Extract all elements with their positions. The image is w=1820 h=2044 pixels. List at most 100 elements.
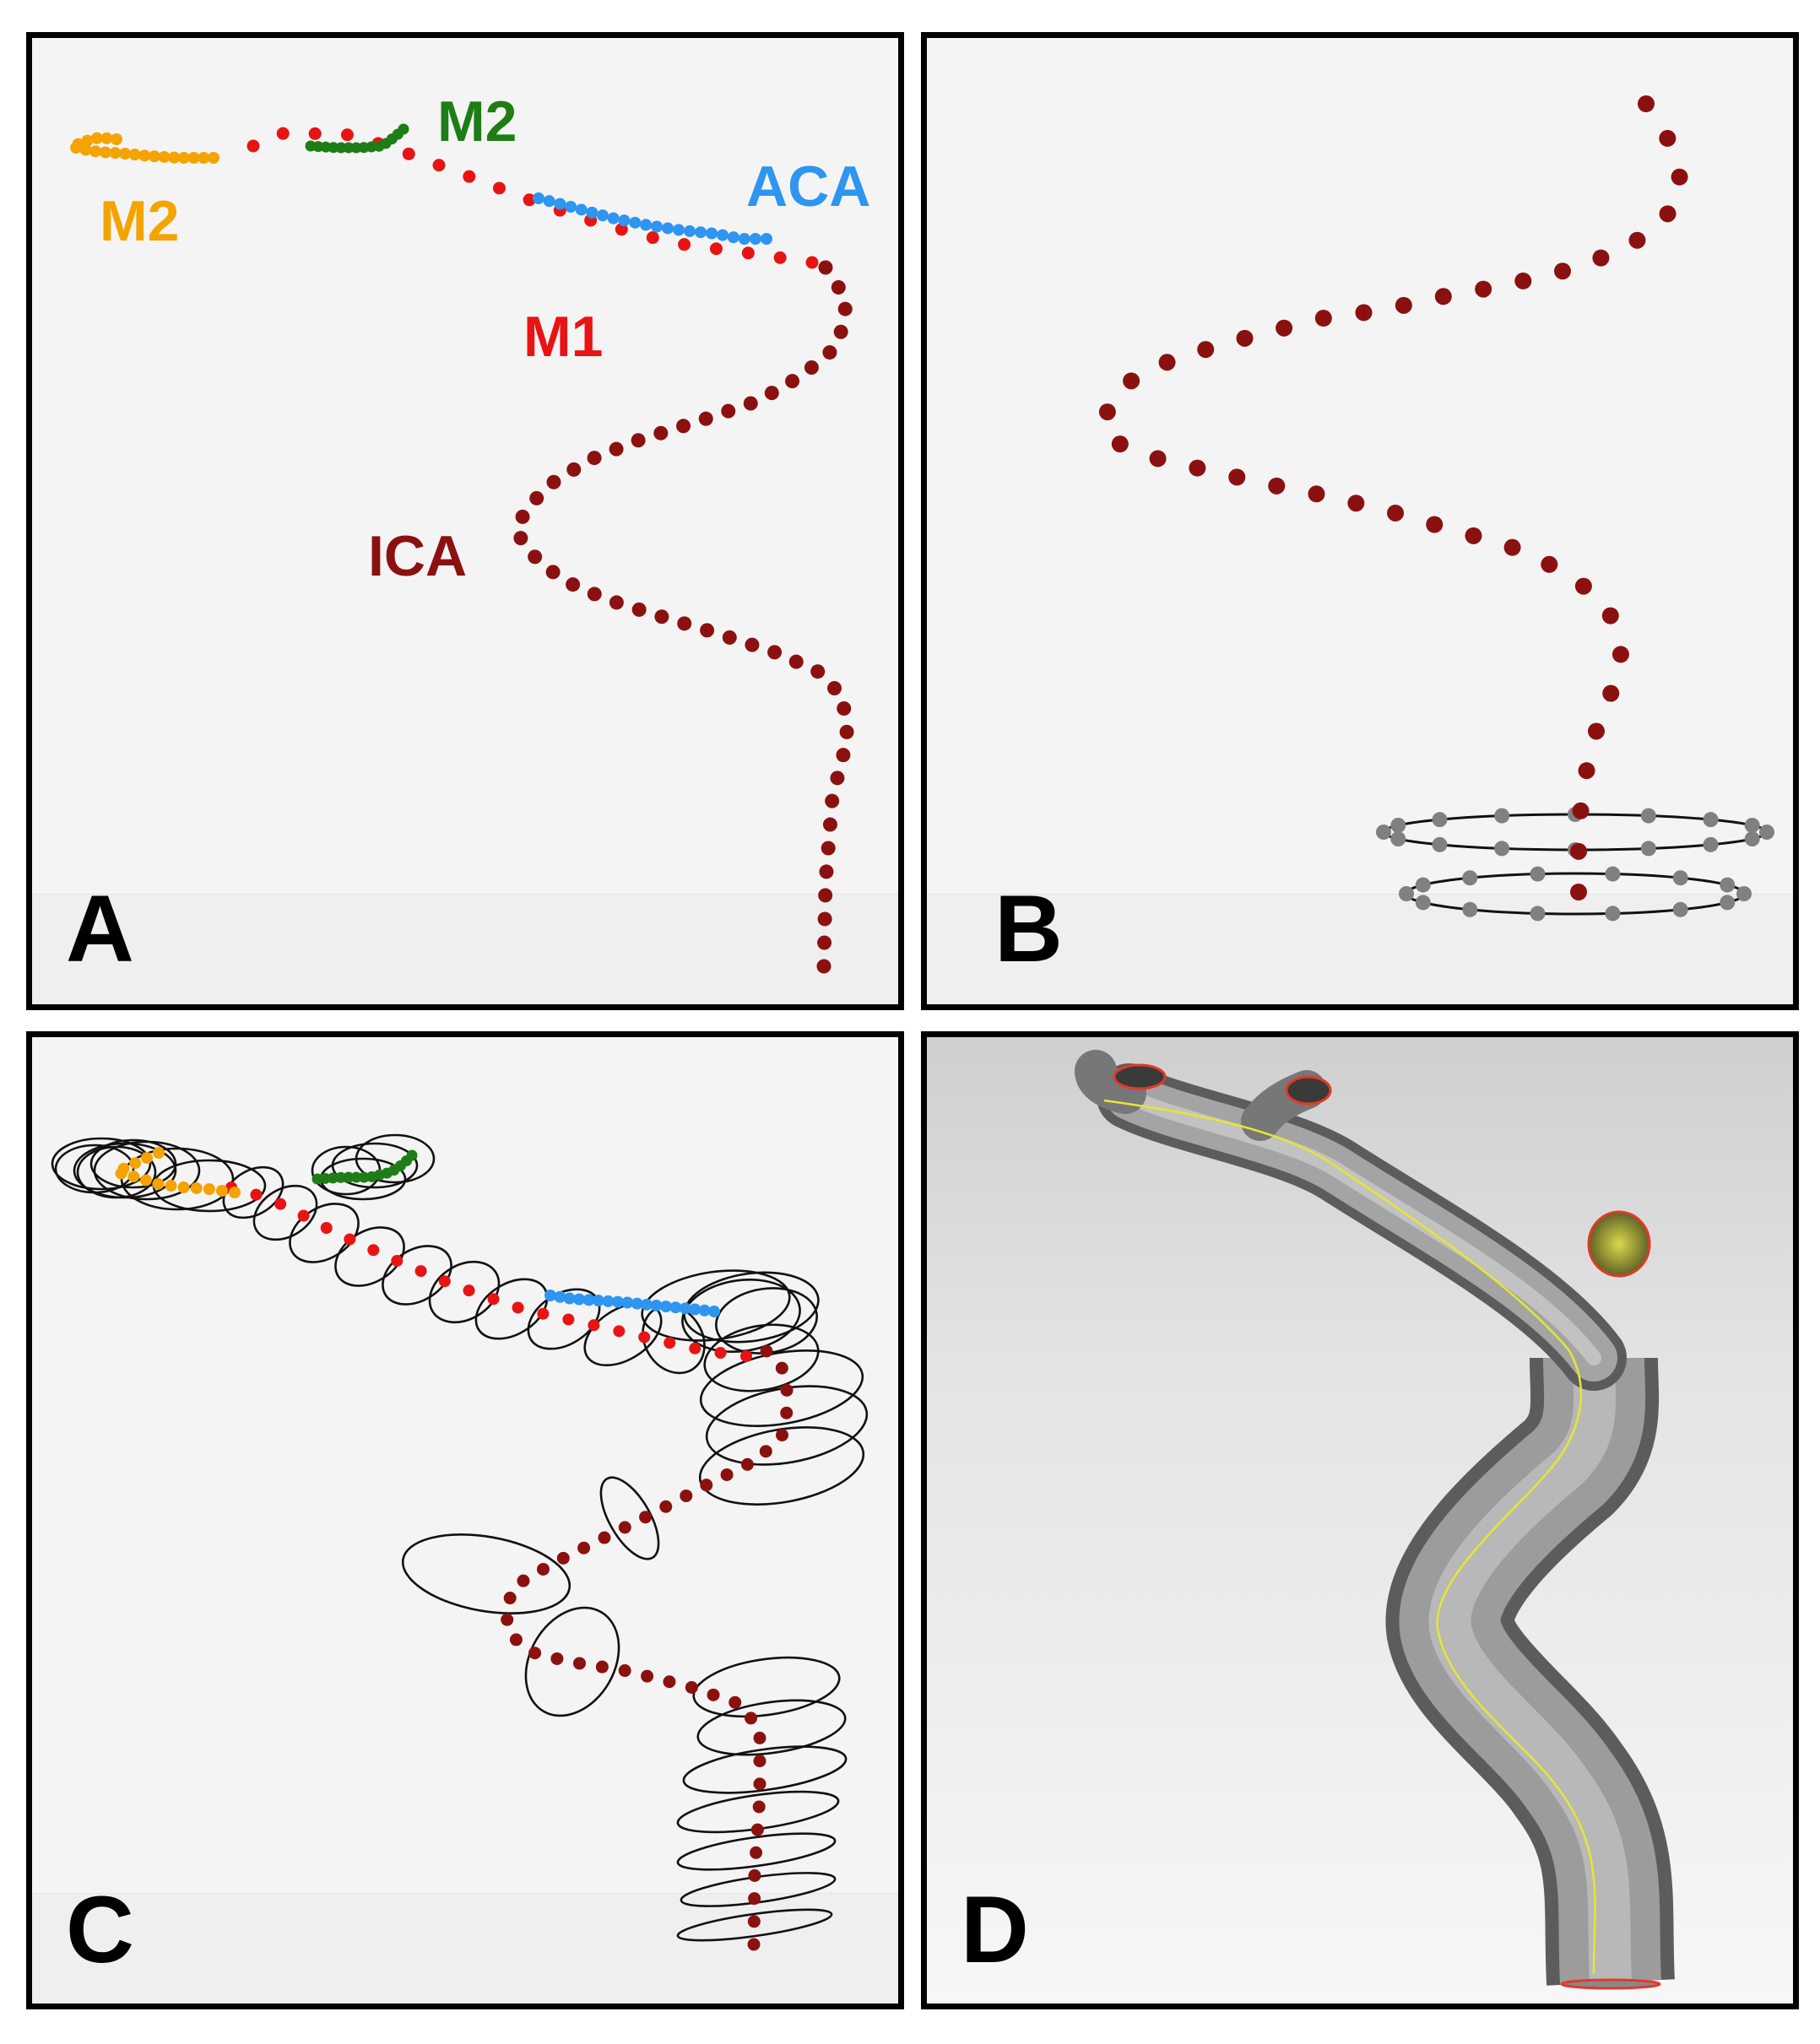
cross-section-ellipse <box>703 1323 820 1392</box>
label-aca: ACA <box>746 154 871 219</box>
aca-point <box>695 226 707 239</box>
m2-orange-point <box>203 1182 215 1195</box>
ica-point <box>1503 538 1521 556</box>
ica-point <box>572 1657 586 1670</box>
ica-point <box>1276 319 1293 337</box>
m2-orange-point <box>100 132 113 144</box>
m1-point <box>246 139 260 153</box>
ica-point <box>707 1688 720 1701</box>
ring-point <box>1605 866 1621 882</box>
ica-point <box>1572 802 1590 819</box>
ica-point <box>663 1675 676 1689</box>
m2-orange-point <box>117 1162 130 1175</box>
ring-point <box>1605 906 1621 922</box>
m2-orange-point <box>153 1147 165 1159</box>
ica-point <box>830 771 845 786</box>
ica-point <box>700 623 715 638</box>
ica-point <box>760 1344 773 1358</box>
m1-point <box>613 1325 626 1338</box>
m2-green-point <box>311 1173 323 1185</box>
ica-point <box>1659 205 1676 223</box>
ica-point <box>1228 468 1246 486</box>
aca-point <box>679 1302 691 1315</box>
ica-point <box>501 1613 514 1626</box>
m1-point <box>367 1244 380 1257</box>
ica-point <box>775 1361 788 1375</box>
ica-point <box>753 1731 766 1744</box>
ica-point <box>546 474 561 489</box>
m1-point <box>512 1301 524 1314</box>
ica-point <box>764 386 779 401</box>
ica-point <box>1387 504 1405 522</box>
m2-orange-point <box>90 132 103 144</box>
cross-section-ellipse <box>682 1745 848 1794</box>
ica-point <box>609 441 624 457</box>
ica-point <box>1123 372 1140 390</box>
ica-point <box>1465 527 1482 544</box>
ring-point <box>1530 906 1546 922</box>
cross-section-ellipse <box>676 1908 833 1942</box>
ica-point <box>1158 354 1176 371</box>
ica-point <box>618 1521 631 1534</box>
m1-point <box>463 170 476 183</box>
aca-point <box>706 227 718 240</box>
m2-orange-point <box>128 149 141 161</box>
m1-point <box>537 1307 550 1320</box>
ica-point <box>1602 684 1620 702</box>
ica-point <box>639 1511 653 1524</box>
label-ica: ICA <box>368 524 468 588</box>
ica-point <box>598 1531 611 1544</box>
m2-orange-point <box>119 148 132 160</box>
m2-orange-point <box>165 1179 177 1192</box>
aca-point <box>602 1295 615 1307</box>
ica-point <box>818 260 833 275</box>
aca-point <box>761 233 772 245</box>
aca-point <box>554 1290 566 1303</box>
ica-point <box>822 345 837 360</box>
ica-point <box>528 549 543 565</box>
cross-section-ellipse <box>76 1145 157 1199</box>
m2-orange-point <box>111 133 122 145</box>
m2-green-point <box>343 1171 355 1183</box>
ica-point <box>509 1633 523 1647</box>
ica-point <box>833 324 848 339</box>
vessel-surface-render <box>1075 1050 1675 1990</box>
ica-point <box>1308 485 1325 503</box>
ica-point <box>685 1680 698 1694</box>
cross-section-ellipse <box>289 1203 360 1263</box>
aca-point <box>749 233 761 245</box>
m1-point <box>664 1337 676 1349</box>
m1-point <box>773 251 787 264</box>
panel-c-cross-sections: C <box>26 1031 904 2009</box>
ring-point <box>1530 866 1546 882</box>
ica-point <box>1587 722 1605 740</box>
ica-point <box>1355 304 1373 322</box>
ica-point <box>1314 310 1332 327</box>
ica-point <box>609 595 624 610</box>
m1-point <box>402 147 415 160</box>
ica-point <box>1574 577 1592 595</box>
ica-point <box>1570 884 1587 900</box>
m1-point <box>714 1347 727 1360</box>
m2-green-point <box>406 1149 418 1161</box>
m1-point <box>250 1188 263 1201</box>
vessel-centerline <box>1103 1099 1596 1975</box>
ica-point <box>1236 329 1254 347</box>
m2-orange-point <box>148 150 160 163</box>
ica-point <box>818 888 833 903</box>
ica-point <box>536 1562 550 1576</box>
ica-point <box>517 1574 530 1587</box>
panel-letter-c: C <box>66 1877 134 1982</box>
aca-point <box>708 1306 720 1317</box>
ica-point <box>780 1406 794 1419</box>
m2-orange-point <box>208 152 219 164</box>
panel-letter-d: D <box>961 1877 1029 1982</box>
m2-green-point <box>327 1172 339 1184</box>
ring-point <box>1759 825 1774 840</box>
cross-section-ellipse <box>252 1184 318 1241</box>
ica-point <box>1189 459 1206 477</box>
ica-point <box>1671 168 1688 186</box>
m2-orange-point <box>158 150 171 163</box>
ring-point <box>1640 808 1656 824</box>
ica-point <box>1197 341 1215 359</box>
